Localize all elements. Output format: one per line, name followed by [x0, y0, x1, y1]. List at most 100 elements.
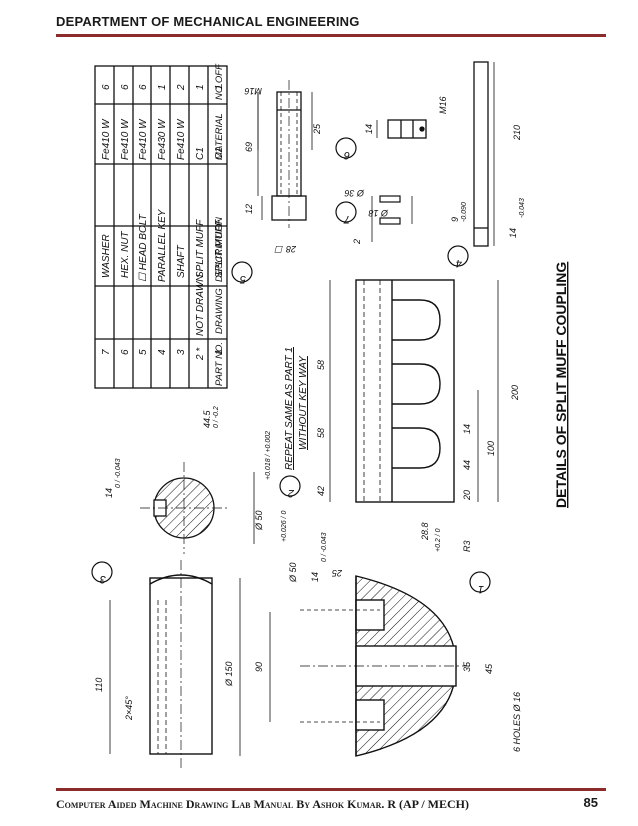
row3-desc: SHAFT: [176, 244, 187, 278]
washer-part-7: [371, 195, 413, 242]
row1-off: 1: [214, 84, 225, 90]
label-1: 1: [478, 583, 484, 595]
row4-mat: Fe430 W: [157, 118, 168, 160]
shaft-section: [140, 462, 255, 554]
dim-14a: 14: [310, 572, 320, 582]
dim-42: 42: [316, 486, 326, 496]
dim-m16b: M16: [438, 96, 448, 114]
dim-m16: M16: [244, 86, 262, 96]
row6-no: 6: [120, 349, 131, 355]
row4-desc: PARALLEL KEY: [157, 208, 168, 282]
row6-mat: Fe410 W: [120, 118, 131, 160]
dim-18: Ø 18: [368, 208, 389, 218]
note-repeat: REPEAT SAME AS PART 1: [284, 347, 295, 470]
dim-6holes: 6 HOLES Ø 16: [512, 692, 522, 752]
row6-desc: HEX. NUT: [120, 230, 131, 278]
row1-no: 1: [214, 349, 225, 355]
split-muff-top-view: [329, 279, 499, 503]
row7-no: 7: [101, 349, 112, 355]
row5-off: 6: [138, 84, 149, 90]
label-3: 3: [99, 573, 106, 585]
dim-14b: 14: [462, 424, 472, 434]
row2-drawn: NOT DRAWN: [195, 274, 206, 336]
dim-36: Ø 36: [344, 188, 365, 198]
th-description: DESCRIPTION: [214, 217, 225, 282]
label-2-circle: [279, 475, 301, 497]
bolt-part-5: [257, 80, 313, 228]
department-header: DEPARTMENT OF MECHANICAL ENGINEERING: [56, 14, 360, 29]
th-material: MATERIAL: [214, 113, 225, 160]
label-6-circle: [335, 137, 357, 159]
dim-2: 2: [352, 239, 362, 245]
header-rule: [56, 34, 606, 37]
drawing-title: DETAILS OF SPLIT MUFF COUPLING: [553, 262, 569, 508]
dim-90: 90: [254, 662, 264, 672]
row5-no: 5: [138, 349, 149, 355]
dim-210: 210: [512, 125, 522, 141]
row7-mat: Fe410 W: [101, 118, 112, 160]
label-4: 4: [456, 257, 462, 269]
shaft-part-3: [109, 560, 213, 770]
th-part-no: PART NO.: [214, 342, 225, 386]
dim-sq28: 28 ☐: [274, 244, 297, 254]
dim-50: Ø 50: [288, 562, 298, 583]
row2-mat: C1: [195, 147, 206, 160]
label-6: 6: [343, 149, 350, 161]
dim-58b: 58: [316, 360, 326, 370]
dim-445tol: 0 / -0.2: [213, 406, 220, 428]
dim-5018tol: +0.018 / +0.002: [265, 431, 272, 480]
th-no-off: NO.OFF: [214, 63, 225, 100]
row5-mat: Fe410 W: [138, 118, 149, 160]
row3-off: 2: [176, 84, 187, 91]
footer-text: Computer Aided Machine Drawing Lab Manua…: [56, 797, 470, 811]
row6-off: 6: [120, 84, 131, 90]
dim-20: 20: [462, 490, 472, 501]
dim-148: 14: [104, 488, 114, 498]
row5-desc: ☐ HEAD BOLT: [138, 213, 149, 282]
dim-58a: 58: [316, 428, 326, 438]
row2-off: 1: [195, 84, 206, 90]
th-drawing: DRAWING: [214, 288, 225, 334]
dim-69: 69: [244, 142, 254, 152]
label-5-circle: [231, 261, 253, 283]
dim-25b: 25: [312, 123, 322, 135]
dim-148tol: 0 / -0.043: [115, 458, 122, 488]
dim-14c: 14: [364, 124, 374, 134]
label-7-circle: [335, 201, 357, 223]
dim-14dtol: -0.043: [519, 198, 526, 218]
nut-part-6: [376, 119, 427, 139]
dim-25a: 25: [331, 568, 343, 578]
dim-150: Ø 150: [224, 661, 234, 687]
dim-9tol: -0.090: [461, 202, 468, 222]
label-1-circle: [469, 571, 491, 593]
row4-no: 4: [157, 349, 168, 355]
split-muff-section: [239, 575, 470, 757]
dim-35: 35: [462, 661, 472, 672]
dim-r3: R3: [462, 540, 472, 552]
key-part-4: [473, 61, 495, 247]
dim-288tol: +0.2 / 0: [435, 528, 442, 552]
dim-12: 12: [244, 204, 254, 214]
row1-mat: C1: [214, 147, 225, 160]
row3-no: 3: [176, 349, 187, 355]
dim-44: 44: [462, 460, 472, 470]
label-2: 2: [288, 487, 295, 499]
footer-rule: [56, 788, 606, 791]
dim-5018: Ø 50: [254, 510, 264, 531]
dim-9: 9: [450, 217, 460, 222]
dim-288: 28.8: [420, 522, 430, 541]
note-without: WITHOUT KEY WAY: [298, 355, 309, 450]
dim-2x45: 2×45°: [124, 696, 134, 721]
row4-off: 1: [157, 84, 168, 90]
page-number: 85: [583, 795, 598, 810]
label-3-circle: [91, 561, 113, 583]
row7-off: 6: [101, 84, 112, 90]
label-4-circle: [447, 245, 469, 267]
dim-445: 44.5: [202, 409, 212, 428]
dim-200: 200: [510, 385, 520, 401]
dim-45: 45: [484, 663, 494, 674]
row3-mat: Fe410 W: [176, 118, 187, 160]
row1-desc: SPLIT MUFF: [214, 219, 225, 278]
dim-100: 100: [486, 441, 496, 456]
